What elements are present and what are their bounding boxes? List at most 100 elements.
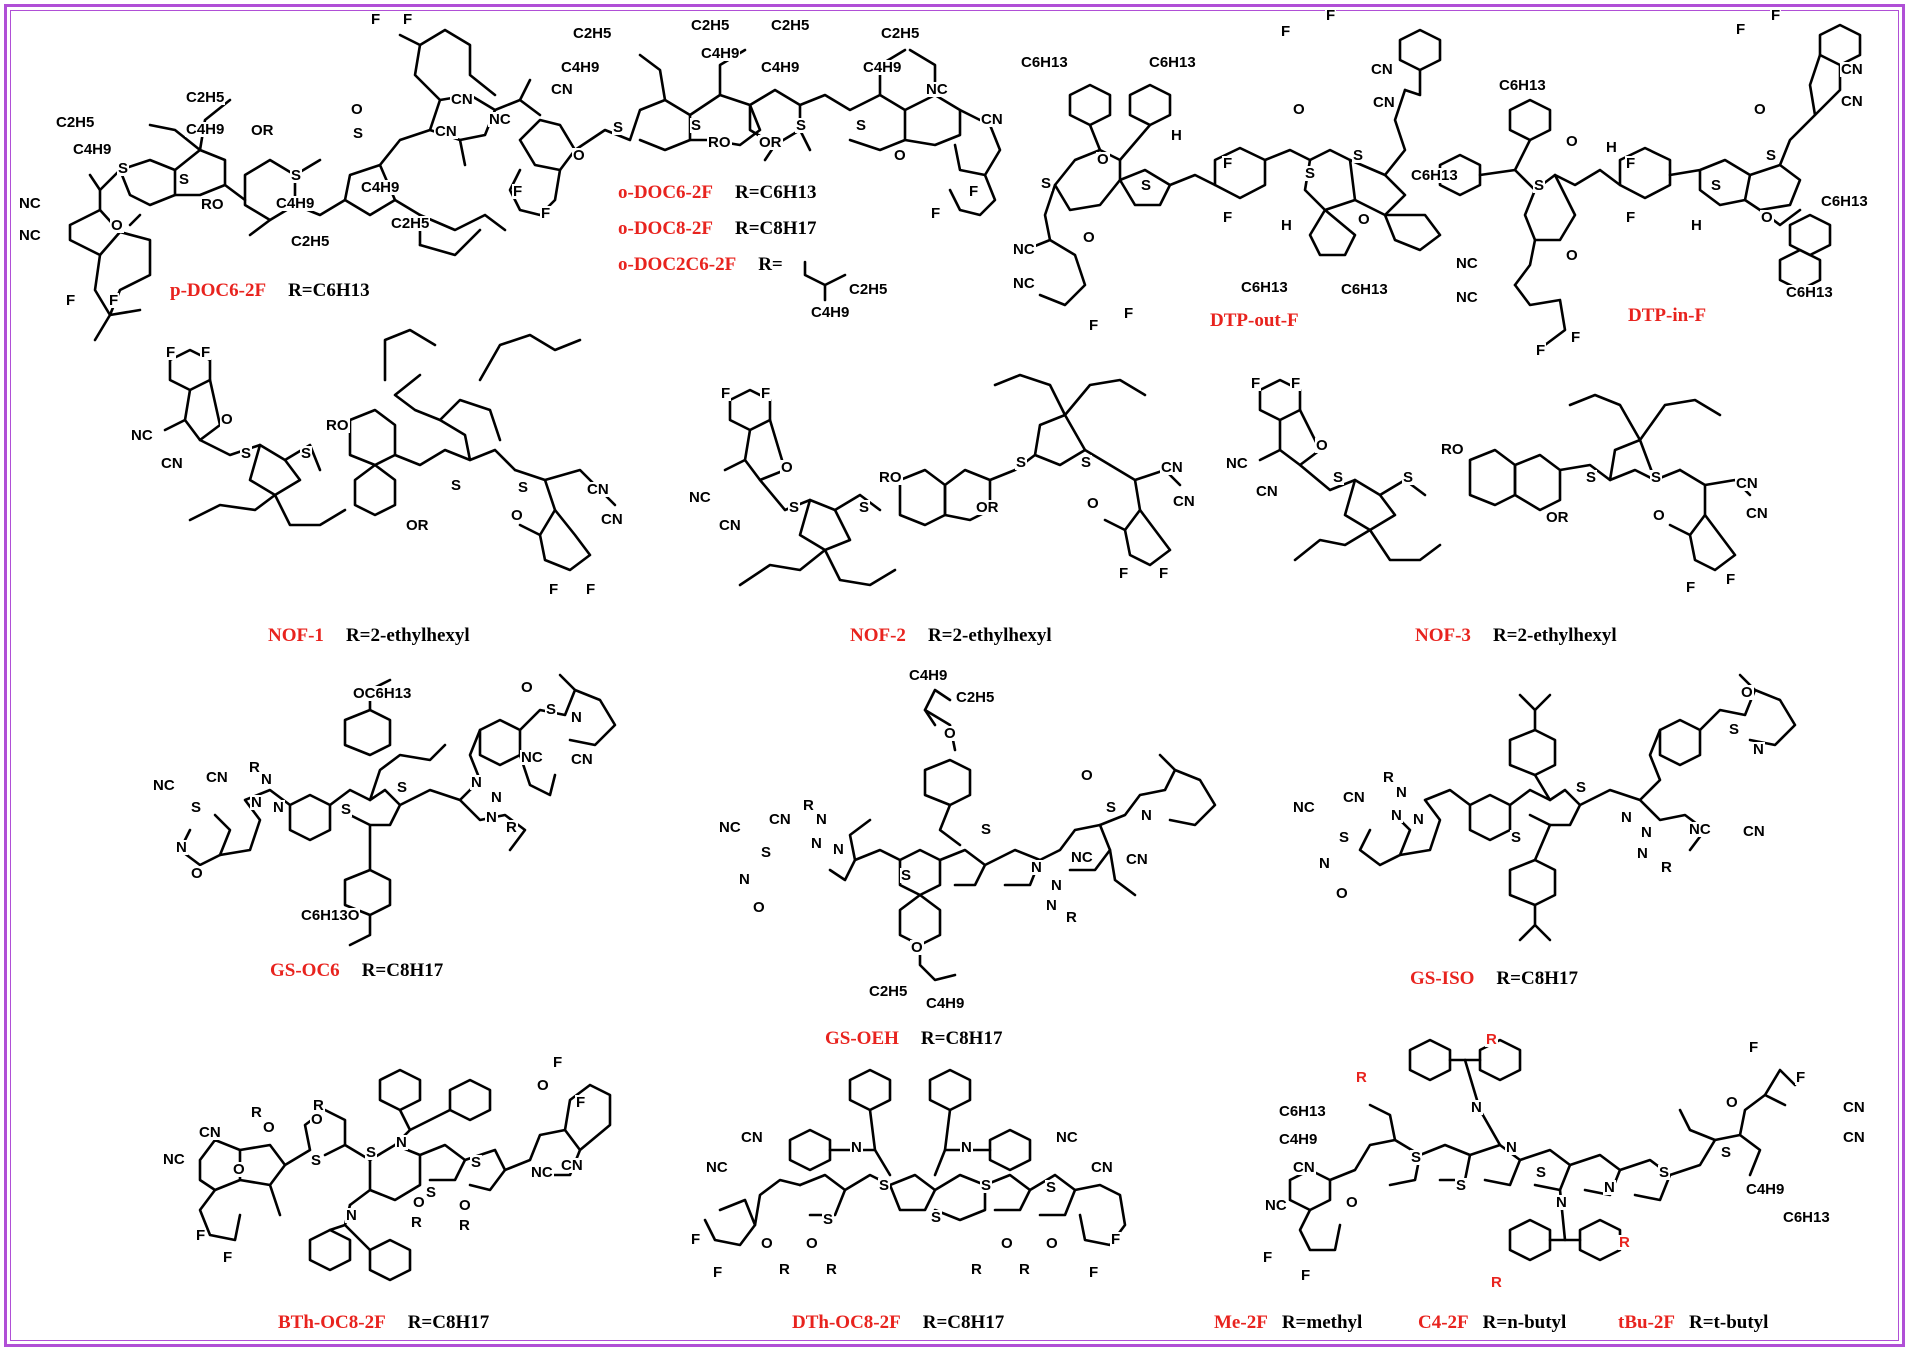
atom-S: S bbox=[178, 171, 191, 188]
r-definition: R=C6H13 bbox=[734, 182, 817, 203]
atom-F: F bbox=[1110, 1231, 1122, 1248]
atom-F: F bbox=[402, 11, 414, 28]
atom-S: S bbox=[855, 117, 868, 134]
atom-F: F bbox=[585, 581, 597, 598]
atom-CN: CN bbox=[434, 123, 458, 140]
atom-N: N bbox=[250, 794, 263, 811]
atom-S: S bbox=[290, 167, 303, 184]
atom-S: S bbox=[930, 1209, 943, 1226]
atom-R-red: R bbox=[1485, 1031, 1498, 1048]
atom-CN: CN bbox=[1745, 505, 1769, 522]
atom-F: F bbox=[165, 344, 177, 361]
molecule-name: DTP-in-F bbox=[1628, 305, 1707, 326]
atom-F: F bbox=[690, 1231, 702, 1248]
atom-OC6H13: OC6H13 bbox=[352, 685, 413, 702]
atom-C2H5: C2H5 bbox=[55, 114, 96, 131]
atom-O: O bbox=[805, 1235, 819, 1252]
atom-C2H5: C2H5 bbox=[390, 215, 431, 232]
atom-C4H9: C4H9 bbox=[1745, 1181, 1786, 1198]
atom-F: F bbox=[200, 344, 212, 361]
atom-NC: NC bbox=[152, 777, 176, 794]
atom-CN: CN bbox=[1372, 94, 1396, 111]
atom-C4H9: C4H9 bbox=[360, 179, 401, 196]
atom-O: O bbox=[1096, 151, 1110, 168]
atom-O: O bbox=[1292, 101, 1306, 118]
atom-O: O bbox=[458, 1197, 472, 1214]
atom-F: F bbox=[370, 11, 382, 28]
atom-NC: NC bbox=[1012, 241, 1036, 258]
atom-O: O bbox=[1080, 767, 1094, 784]
atom-NC: NC bbox=[520, 749, 544, 766]
molecule-name: GS-OC6 bbox=[270, 960, 340, 981]
atom-F: F bbox=[1625, 209, 1637, 226]
atom-RO: RO bbox=[325, 417, 350, 434]
atom-C4H9: C4H9 bbox=[560, 59, 601, 76]
atom-CN: CN bbox=[1842, 1099, 1866, 1116]
molecule-name: C4-2F bbox=[1418, 1312, 1469, 1333]
atom-C4H9: C4H9 bbox=[760, 59, 801, 76]
atom-S: S bbox=[1080, 454, 1093, 471]
atom-NC: NC bbox=[1455, 255, 1479, 272]
atom-N: N bbox=[1636, 845, 1649, 862]
caption-dtp-out-f: DTP-out-F bbox=[1210, 310, 1299, 332]
atom-C6H13: C6H13 bbox=[1782, 1209, 1831, 1226]
atom-C6H13: C6H13 bbox=[1410, 167, 1459, 184]
atom-S: S bbox=[190, 799, 203, 816]
atom-C6H13: C6H13 bbox=[1340, 281, 1389, 298]
atom-S: S bbox=[980, 1177, 993, 1194]
atom-F: F bbox=[1118, 565, 1130, 582]
atom-S: S bbox=[1045, 1179, 1058, 1196]
atom-NC: NC bbox=[705, 1159, 729, 1176]
atom-F: F bbox=[1158, 565, 1170, 582]
atom-R: R bbox=[1382, 769, 1395, 786]
atom-S: S bbox=[760, 844, 773, 861]
atom-R: R bbox=[778, 1261, 791, 1278]
atom-F: F bbox=[1535, 342, 1547, 359]
atom-S: S bbox=[300, 445, 313, 462]
atom-S: S bbox=[425, 1184, 438, 1201]
atom-F: F bbox=[1222, 155, 1234, 172]
atom-NC: NC bbox=[1070, 849, 1094, 866]
atom-O: O bbox=[412, 1194, 426, 1211]
atom-S: S bbox=[1575, 779, 1588, 796]
atom-N: N bbox=[810, 835, 823, 852]
atom-N: N bbox=[1505, 1139, 1518, 1156]
atom-O: O bbox=[1725, 1094, 1739, 1111]
atom-F: F bbox=[1570, 329, 1582, 346]
atom-CN: CN bbox=[550, 81, 574, 98]
atom-S: S bbox=[1533, 177, 1546, 194]
atom-O: O bbox=[1315, 437, 1329, 454]
molecule-name: GS-OEH bbox=[825, 1028, 899, 1049]
atom-S: S bbox=[822, 1211, 835, 1228]
atom-R: R bbox=[250, 1104, 263, 1121]
r-definition: R= bbox=[758, 254, 783, 275]
molecule-name: p-DOC6-2F bbox=[170, 280, 267, 301]
atom-O: O bbox=[572, 147, 586, 164]
atom-CN: CN bbox=[740, 1129, 764, 1146]
atom-F: F bbox=[1795, 1069, 1807, 1086]
atom-C4H9: C4H9 bbox=[185, 121, 226, 138]
r-definition: R=C6H13 bbox=[288, 280, 370, 301]
atom-CN: CN bbox=[718, 517, 742, 534]
atom-NC: NC bbox=[688, 489, 712, 506]
caption-p-doc6-2f: p-DOC6-2F R=C6H13 bbox=[170, 280, 370, 302]
atom-S: S bbox=[1140, 177, 1153, 194]
atom-F: F bbox=[575, 1094, 587, 1111]
atom-F: F bbox=[720, 385, 732, 402]
atom-O: O bbox=[1565, 133, 1579, 150]
r-definition: R=C8H17 bbox=[734, 218, 817, 239]
atom-O: O bbox=[1345, 1194, 1359, 1211]
atom-CN: CN bbox=[570, 751, 594, 768]
atom-N: N bbox=[1603, 1179, 1616, 1196]
atom-S: S bbox=[1402, 469, 1415, 486]
r-definition: R=2-ethylhexyl bbox=[1492, 625, 1617, 646]
